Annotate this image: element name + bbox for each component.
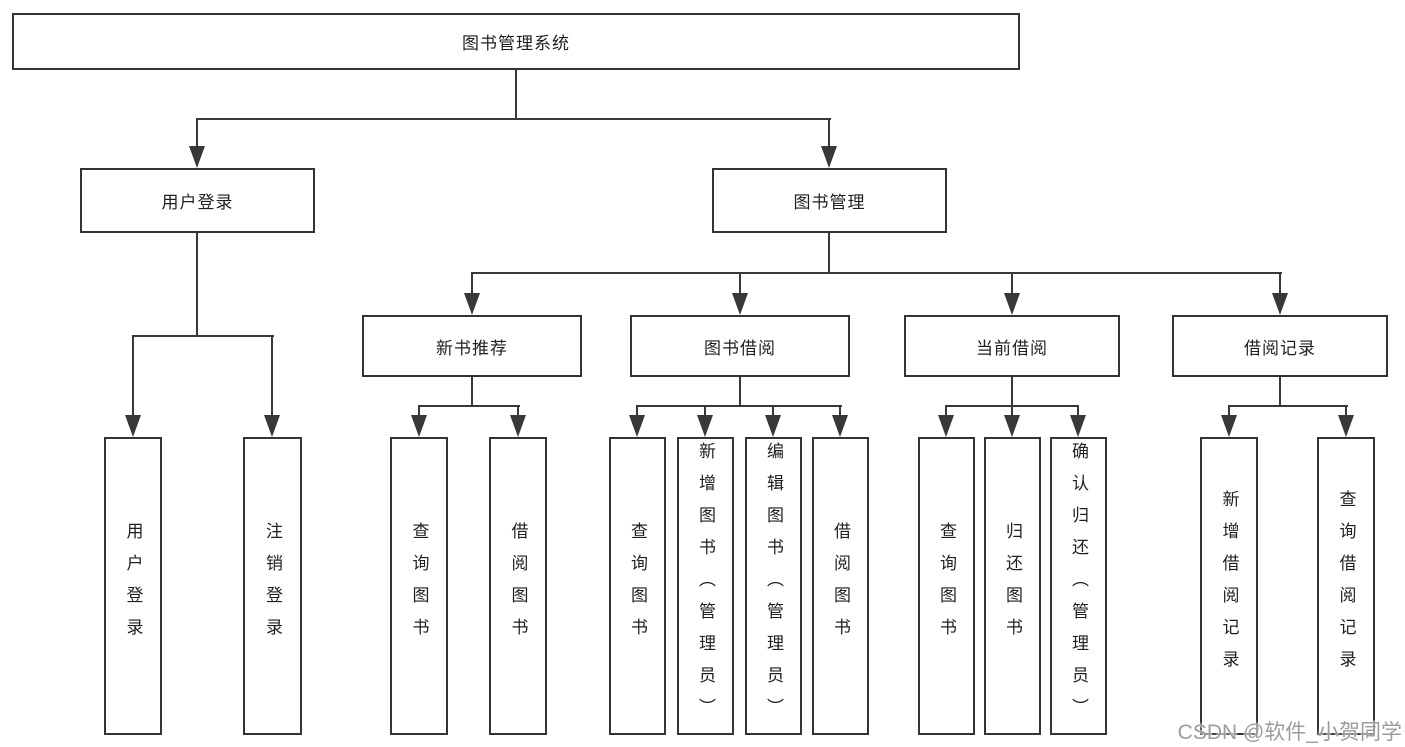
leaf-label: 新增借阅记录 — [1219, 490, 1239, 682]
node-book-borrow: 图书借阅 — [630, 315, 850, 377]
connector-line — [739, 272, 741, 295]
arrow-down-icon — [1070, 415, 1086, 437]
leaf-current-query-book: 查询图书 — [918, 437, 975, 735]
connector-line — [1011, 377, 1013, 406]
node-current-borrow: 当前借阅 — [904, 315, 1120, 377]
arrow-down-icon — [264, 415, 280, 437]
connector-line — [1279, 272, 1281, 295]
node-new-book-recommend: 新书推荐 — [362, 315, 582, 377]
arrow-down-icon — [732, 293, 748, 315]
leaf-current-return-book: 归还图书 — [984, 437, 1041, 735]
connector-line — [945, 405, 947, 417]
node-user-login: 用户登录 — [80, 168, 315, 233]
arrow-down-icon — [765, 415, 781, 437]
leaf-record-query-borrow-record: 查询借阅记录 — [1317, 437, 1375, 735]
node-user-login-label: 用户登录 — [161, 193, 234, 212]
connector-line — [1011, 405, 1013, 417]
connector-line — [515, 70, 517, 118]
connector-line — [1011, 272, 1013, 295]
node-borrow-record-label: 借阅记录 — [1244, 338, 1316, 358]
connector-line — [828, 118, 830, 148]
arrow-down-icon — [938, 415, 954, 437]
leaf-label: 查询图书 — [937, 522, 956, 650]
connector-line — [828, 233, 830, 274]
connector-line — [1228, 405, 1230, 417]
leaf-record-add-borrow-record: 新增借阅记录 — [1200, 437, 1258, 735]
arrow-down-icon — [697, 415, 713, 437]
connector-line — [418, 405, 520, 407]
arrow-down-icon — [411, 415, 427, 437]
connector-line — [704, 405, 706, 417]
connector-line — [636, 405, 638, 417]
arrow-down-icon — [1338, 415, 1354, 437]
node-book-management-label: 图书管理 — [793, 193, 866, 212]
connector-line — [196, 118, 831, 120]
connector-line — [739, 377, 741, 406]
arrow-down-icon — [1272, 293, 1288, 315]
leaf-current-confirm-return-admin: 确认归还（管理员） — [1050, 437, 1107, 735]
csdn-watermark: CSDN @软件_小贺同学 — [1177, 721, 1402, 744]
leaf-recommend-borrow-book: 借阅图书 — [489, 437, 547, 735]
arrow-down-icon — [510, 415, 526, 437]
leaf-borrow-edit-book-admin: 编辑图书（管理员） — [745, 437, 802, 735]
leaf-label: 注销登录 — [263, 522, 282, 650]
arrow-down-icon — [189, 146, 205, 168]
arrow-down-icon — [1221, 415, 1237, 437]
connector-line — [418, 405, 420, 417]
connector-line — [517, 405, 519, 417]
node-book-borrow-label: 图书借阅 — [704, 338, 776, 358]
arrow-down-icon — [125, 415, 141, 437]
leaf-label: 查询借阅记录 — [1336, 490, 1356, 682]
leaf-logout: 注销登录 — [243, 437, 302, 735]
leaf-user-login: 用户登录 — [104, 437, 162, 735]
node-current-borrow-label: 当前借阅 — [976, 338, 1048, 358]
connector-line — [1345, 405, 1347, 417]
leaf-label: 编辑图书（管理员） — [764, 442, 783, 730]
leaf-label: 借阅图书 — [508, 522, 528, 650]
arrow-down-icon — [464, 293, 480, 315]
node-root: 图书管理系统 — [12, 13, 1020, 70]
connector-line — [471, 272, 1282, 274]
leaf-label: 新增图书（管理员） — [696, 442, 715, 730]
leaf-label: 用户登录 — [123, 522, 143, 650]
leaf-borrow-query-book: 查询图书 — [609, 437, 666, 735]
connector-line — [271, 335, 273, 417]
connector-line — [196, 233, 198, 337]
leaf-borrow-borrow-book: 借阅图书 — [812, 437, 869, 735]
connector-line — [636, 405, 842, 407]
leaf-recommend-query-book: 查询图书 — [390, 437, 448, 735]
connector-line — [196, 118, 198, 148]
arrow-down-icon — [821, 146, 837, 168]
connector-line — [471, 272, 473, 295]
connector-line — [132, 335, 134, 417]
connector-line — [132, 335, 274, 337]
node-root-label: 图书管理系统 — [462, 34, 570, 53]
connector-line — [1228, 405, 1348, 407]
node-new-book-recommend-label: 新书推荐 — [436, 338, 508, 358]
arrow-down-icon — [1004, 293, 1020, 315]
leaf-label: 借阅图书 — [831, 522, 850, 650]
connector-line — [1077, 405, 1079, 417]
arrow-down-icon — [1004, 415, 1020, 437]
connector-line — [471, 377, 473, 406]
node-book-management: 图书管理 — [712, 168, 947, 233]
leaf-label: 确认归还（管理员） — [1069, 442, 1088, 730]
arrow-down-icon — [629, 415, 645, 437]
connector-line — [1279, 377, 1281, 406]
leaf-label: 查询图书 — [409, 522, 429, 650]
arrow-down-icon — [832, 415, 848, 437]
leaf-borrow-add-book-admin: 新增图书（管理员） — [677, 437, 734, 735]
node-borrow-record: 借阅记录 — [1172, 315, 1388, 377]
leaf-label: 归还图书 — [1003, 522, 1022, 650]
connector-line — [772, 405, 774, 417]
connector-line — [839, 405, 841, 417]
leaf-label: 查询图书 — [628, 522, 647, 650]
